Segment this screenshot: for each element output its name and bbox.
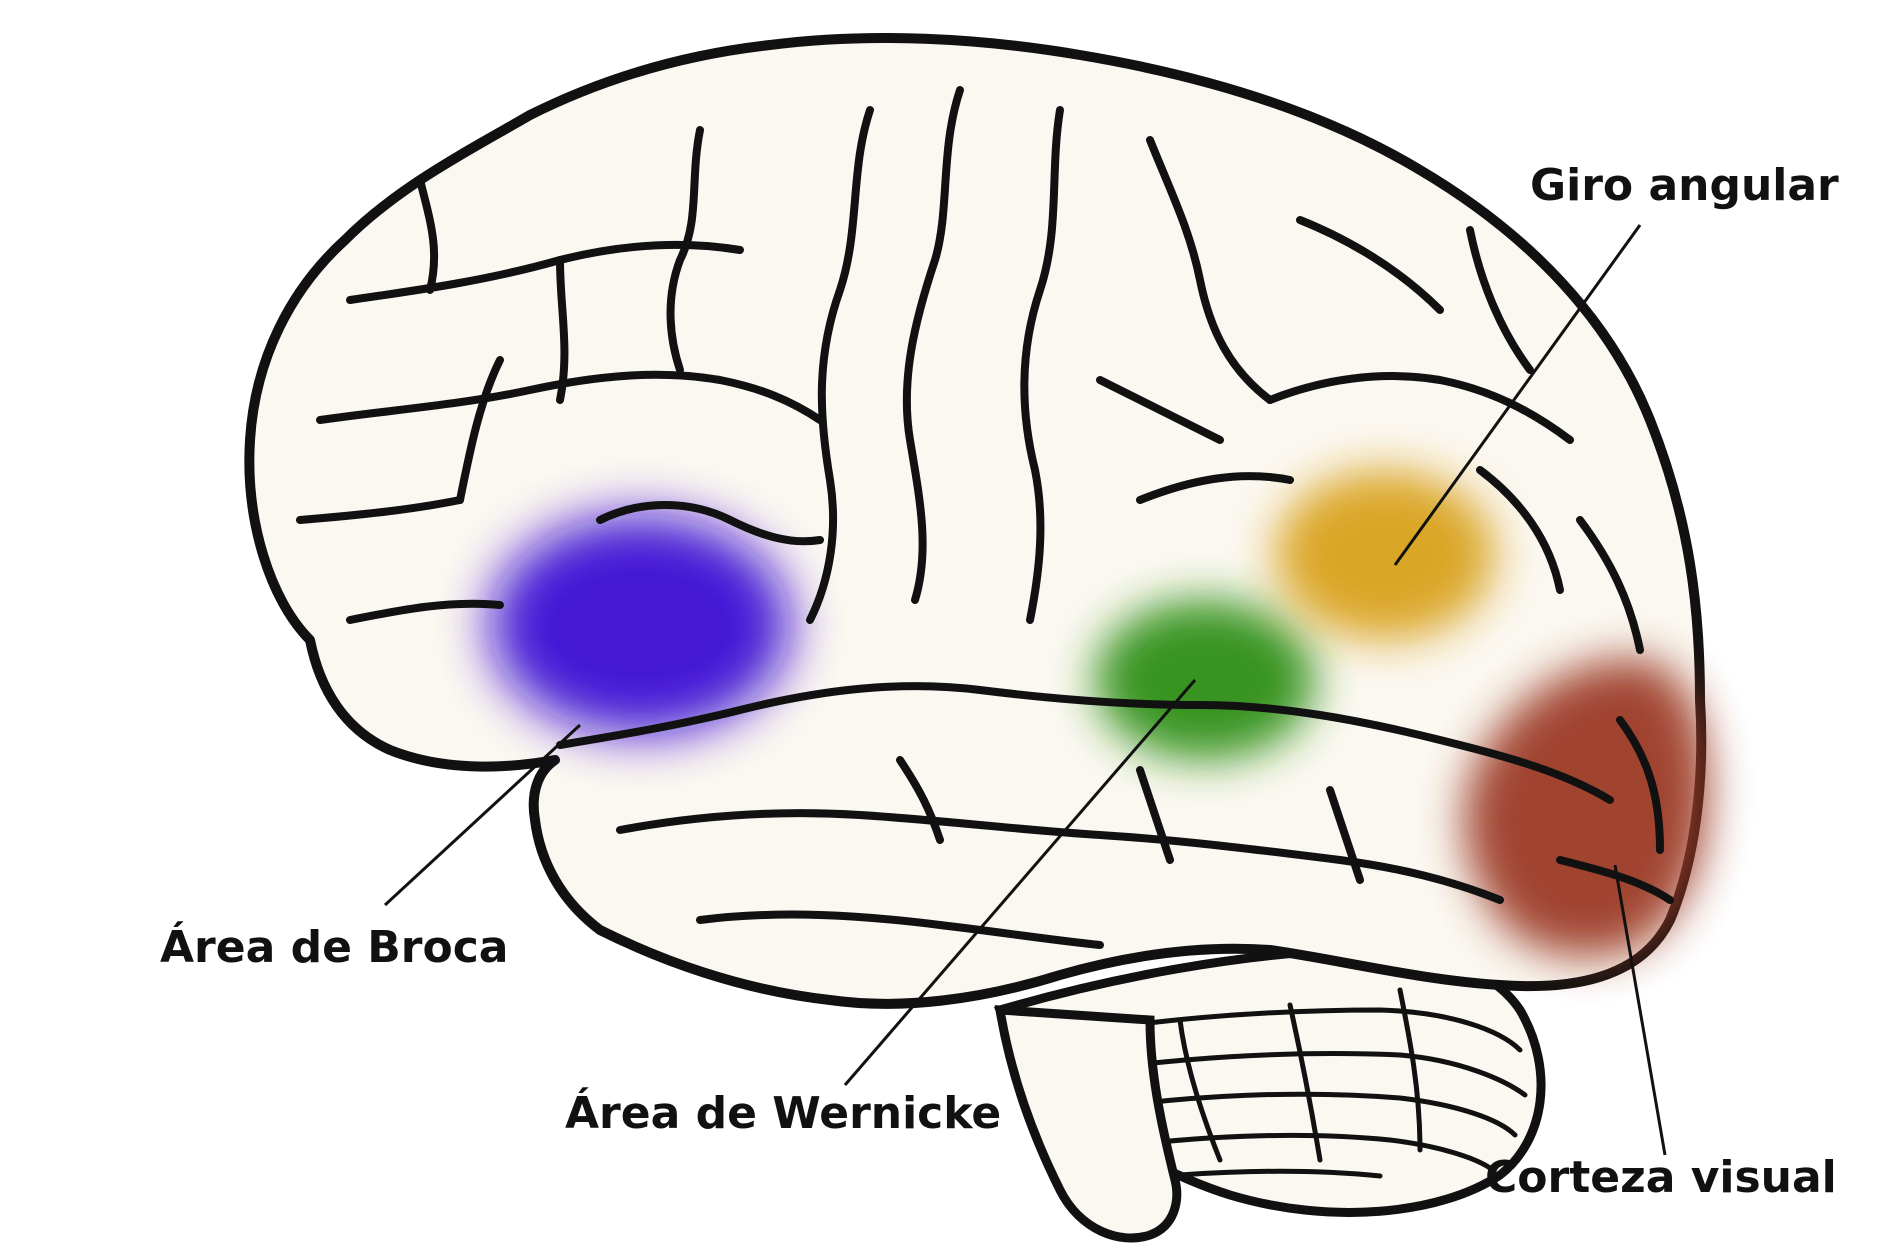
visual-cortex-highlight (1464, 658, 1708, 957)
sylvian-fissure (556, 682, 1614, 804)
brain-stem (994, 1005, 1182, 1243)
angular-leader-line (1393, 224, 1642, 566)
wernicke-leader-line (843, 679, 1197, 1086)
visual-leader-line (1613, 864, 1667, 1156)
central-sulcus (902, 86, 964, 604)
broca-area-highlight (490, 515, 790, 735)
wernicke-label: Área de Wernicke (565, 1086, 1001, 1139)
wernicke-area-highlight (1095, 600, 1315, 760)
angular-gyrus-highlight (1275, 470, 1495, 640)
visual-cortex-label: Corteza visual (1485, 1152, 1837, 1203)
angular-gyrus-label: Giro angular (1530, 160, 1839, 211)
brain-gyri-sulci (296, 86, 1674, 949)
functional-areas (490, 470, 1708, 957)
broca-label: Área de Broca (160, 920, 509, 973)
leader-lines (383, 224, 1667, 1156)
cerebellum-folia (1037, 987, 1528, 1179)
broca-leader-line (383, 723, 582, 907)
labels: Área de Broca Área de Wernicke Giro angu… (160, 160, 1839, 1203)
